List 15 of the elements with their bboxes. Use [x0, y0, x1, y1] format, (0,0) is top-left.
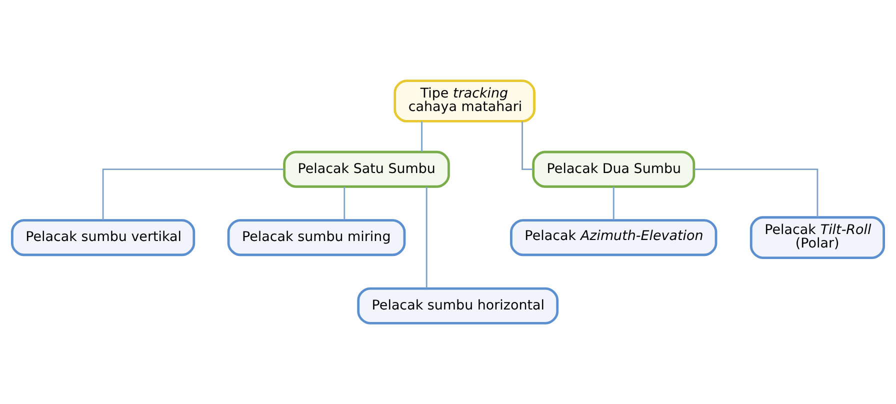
node-box: Pelacak sumbu miring	[227, 219, 406, 256]
node-box: Pelacak Dua Sumbu	[532, 150, 696, 188]
node-box: Pelacak Satu Sumbu	[283, 150, 450, 188]
connector	[102, 168, 284, 220]
node-box: Tipe tracking cahaya matahari	[394, 80, 536, 122]
connector	[694, 168, 818, 218]
connector	[344, 186, 346, 220]
connector	[522, 122, 534, 170]
connector	[426, 186, 428, 288]
node-box: Pelacak sumbu horizontal	[357, 287, 559, 324]
node-box: Pelacak Tilt-Roll (Polar)	[750, 216, 886, 259]
node-box: Pelacak sumbu vertikal	[10, 219, 196, 256]
node-box: Pelacak Azimuth-Elevation	[510, 219, 718, 256]
connector	[612, 186, 614, 220]
connector	[421, 122, 423, 152]
